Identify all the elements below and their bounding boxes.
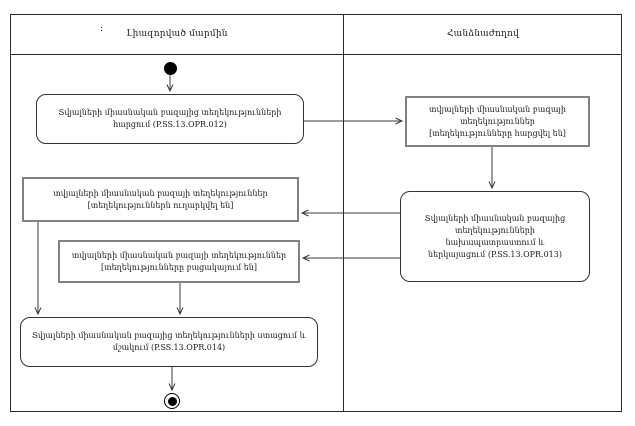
object-state: [տեղեկությունները հարցվել են] xyxy=(429,128,566,138)
object-node-information-requested: տվյալների միասնական բազայի տեղեկությունն… xyxy=(405,96,590,147)
header-colon: : xyxy=(100,24,104,34)
final-node-inner-dot xyxy=(167,396,177,406)
swimlane-header-commission: Հանձնաժողով xyxy=(344,14,622,55)
activity-label: Տվյալների միասնական բազայից տեղեկություն… xyxy=(424,213,566,259)
final-node-icon xyxy=(164,393,180,409)
object-node-information-sent: տվյալների միասնական բազայի տեղեկությունն… xyxy=(22,177,299,222)
object-node-information-missing: տվյալների միասնական բազայի տեղեկությունն… xyxy=(58,240,300,283)
activity-node-information-request: Տվյալների միասնական բազայից տեղեկություն… xyxy=(36,94,304,144)
object-name: տվյալների միասնական բազայի տեղեկությունն… xyxy=(71,250,287,260)
diagram-frame xyxy=(10,14,622,412)
object-name: տվյալների միասնական բազայի տեղեկությունն… xyxy=(429,104,566,126)
swimlane-header-authorized-body: : Լիազորված մարմին xyxy=(10,14,344,55)
initial-node-icon xyxy=(164,62,177,75)
activity-node-prepare-present: Տվյալների միասնական բազայից տեղեկություն… xyxy=(400,191,590,282)
object-state: [տեղեկություններն ուղարկվել են] xyxy=(87,200,234,210)
object-name: տվյալների միասնական բազայի տեղեկությունն… xyxy=(53,188,268,198)
swimlane-title: Հանձնաժողով xyxy=(447,29,519,39)
activity-label: Տվյալների միասնական բազայից տեղեկություն… xyxy=(32,331,306,352)
activity-label: Տվյալների միասնական բազայից տեղեկություն… xyxy=(58,108,282,129)
swimlane-title: Լիազորված մարմին xyxy=(126,29,228,39)
activity-node-receive-process: Տվյալների միասնական բազայից տեղեկություն… xyxy=(20,317,318,367)
object-state: [տեղեկությունները բացակայում են] xyxy=(101,262,257,272)
